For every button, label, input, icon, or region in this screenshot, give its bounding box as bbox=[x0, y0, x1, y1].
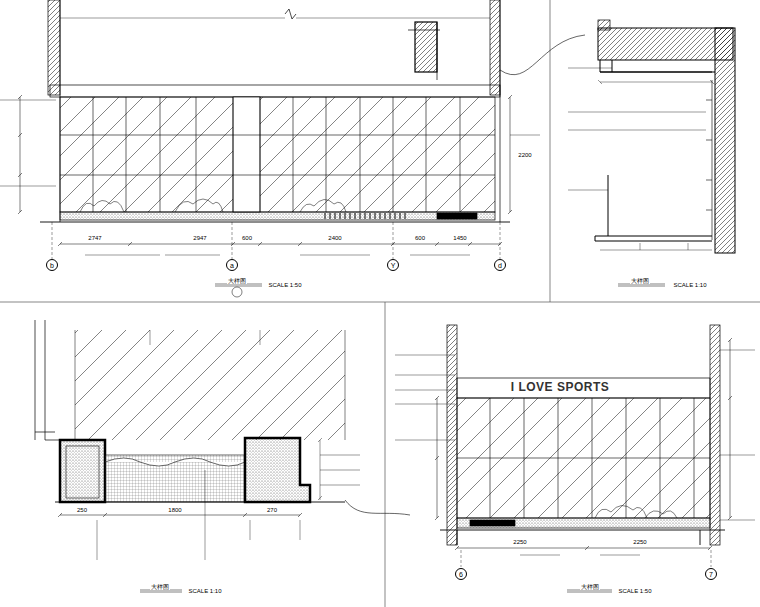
grid-bubble: 7 bbox=[705, 568, 717, 580]
drawing-title: 大样图 bbox=[227, 278, 247, 285]
dimension-text: 600 bbox=[414, 235, 426, 242]
grid-label: d bbox=[498, 262, 502, 269]
dimension-text: 250 bbox=[76, 507, 88, 514]
grid-label: 7 bbox=[709, 571, 713, 578]
grid-label: Y bbox=[391, 262, 396, 269]
dimension-text: 600 bbox=[241, 235, 253, 242]
grid-bubble: d bbox=[494, 259, 506, 271]
dimension-text: 2747 bbox=[87, 235, 102, 242]
scale-note: SCALE 1:10 bbox=[672, 282, 707, 289]
scale-note: SCALE 1:10 bbox=[187, 588, 222, 595]
grid-label: 6 bbox=[459, 571, 463, 578]
dimension-text: 2947 bbox=[192, 235, 207, 242]
dimension-text: 1800 bbox=[167, 507, 182, 514]
dimension-text: 270 bbox=[266, 507, 278, 514]
grid-bubble: b bbox=[46, 259, 58, 271]
drawing-title: 大样图 bbox=[150, 584, 170, 591]
drawing-title: 大样图 bbox=[630, 278, 650, 285]
grid-bubble: Y bbox=[387, 259, 399, 271]
grid-bubble: a bbox=[226, 259, 238, 271]
dimension-text: 2400 bbox=[327, 235, 342, 242]
scale-note: SCALE 1:50 bbox=[617, 588, 652, 595]
grid-label: b bbox=[50, 262, 54, 269]
sign-text: I LOVE SPORTS bbox=[510, 381, 611, 394]
dimension-text: 2200 bbox=[517, 152, 532, 159]
dimension-text: 1450 bbox=[452, 235, 467, 242]
dimension-text: 2250 bbox=[632, 539, 647, 546]
dimension-text: 2250 bbox=[512, 539, 527, 546]
scale-note: SCALE 1:50 bbox=[267, 282, 302, 289]
grid-bubble: 6 bbox=[455, 568, 467, 580]
grid-label: a bbox=[230, 262, 234, 269]
drawing-title: 大样图 bbox=[580, 584, 600, 591]
